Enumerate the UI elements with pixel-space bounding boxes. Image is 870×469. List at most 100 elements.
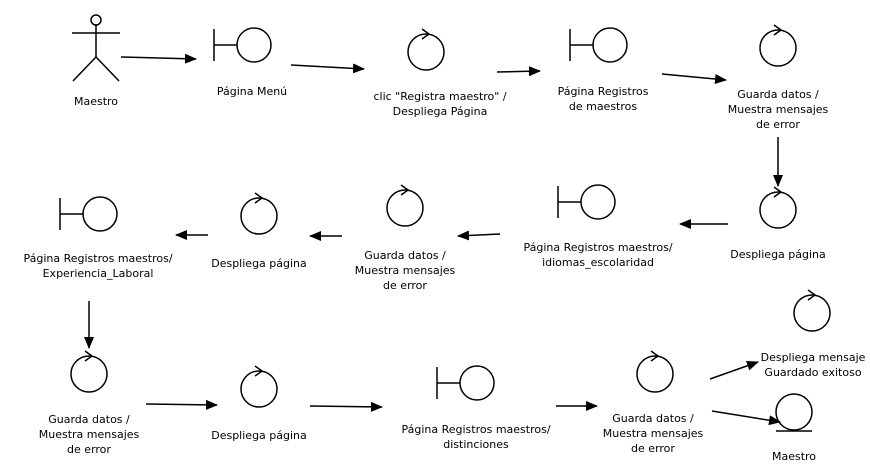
control-arrow-icon (84, 350, 94, 362)
node-label-n1: Maestro (74, 94, 118, 109)
node-label-line: Guardado exitoso (764, 366, 862, 379)
actor-right-leg (95, 56, 120, 82)
control-n9 (240, 192, 278, 235)
node-label-line: Despliega página (211, 429, 307, 442)
node-label-line: Despliega mensaje (760, 351, 866, 364)
entity-n16 (775, 393, 813, 432)
boundary-circle (236, 27, 272, 63)
control-circle (240, 197, 278, 235)
control-circle (240, 370, 278, 408)
control-n15 (793, 289, 831, 332)
node-label-line: idiomas_escolaridad (542, 256, 654, 269)
boundary-n2 (213, 27, 272, 63)
node-label-line: Página Registros maestros/ (401, 423, 551, 436)
node-label-line: Página Registros maestros/ (23, 252, 173, 265)
boundary-circle (580, 184, 616, 220)
control-n8 (386, 184, 424, 227)
boundary-n7 (557, 184, 616, 220)
node-label-line: Maestro (771, 450, 817, 463)
control-arrow-icon (807, 289, 817, 301)
node-label-line: de error (383, 279, 427, 292)
node-label-line: Experiencia_Laboral (42, 267, 154, 280)
node-label-line: de error (631, 442, 675, 455)
control-arrow-icon (421, 28, 431, 40)
node-label-n4: Página Registros de maestros (558, 84, 649, 114)
node-label-line: Guarda datos / (612, 412, 694, 425)
control-arrow-icon (773, 24, 783, 36)
control-n14 (636, 350, 674, 393)
entity-circle (775, 393, 813, 431)
boundary-n13 (436, 365, 495, 401)
edge-n11-to-n12 (145, 399, 218, 410)
edge-n14-to-n15 (709, 360, 759, 380)
edge-n2-to-n3 (290, 63, 365, 74)
node-label-line: clic "Registra maestro" / (373, 90, 507, 103)
control-circle (386, 189, 424, 227)
node-label-line: distinciones (443, 438, 509, 451)
node-label-n14: Guarda datos / Muestra mensajes de error (603, 411, 704, 456)
edges-layer (84, 53, 783, 426)
control-circle (793, 294, 831, 332)
boundary-circle (592, 27, 628, 63)
edge-n7-to-n8 (457, 230, 501, 241)
control-circle (407, 33, 445, 71)
node-label-line: Guarda datos / (364, 249, 446, 262)
node-label-line: Muestra mensajes (38, 428, 140, 441)
boundary-n4 (569, 27, 628, 63)
node-label-line: Página Menú (216, 85, 288, 98)
node-label-line: de maestros (568, 100, 638, 113)
node-label-n7: Página Registros maestros/idiomas_escola… (523, 240, 672, 270)
node-label-line: Maestro (73, 95, 119, 108)
actor-left-leg (72, 56, 97, 82)
node-label-line: Despliega página (730, 248, 826, 261)
node-label-n3: clic "Registra maestro" / Despliega Págin… (373, 89, 506, 119)
node-label-line: de error (67, 443, 111, 456)
actor-n1 (72, 14, 120, 82)
node-label-n5: Guarda datos / Muestra mensajes de error (728, 87, 829, 132)
node-label-n8: Guarda datos / Muestra mensajes de error (355, 248, 456, 293)
boundary-circle (82, 196, 118, 232)
node-label-line: Muestra mensajes (602, 427, 704, 440)
edge-n12-to-n13 (309, 401, 383, 412)
node-label-n10: Página Registros maestros/Experiencia_La… (23, 251, 172, 281)
control-arrow-icon (773, 186, 783, 198)
edge-n1-to-n2 (120, 53, 197, 64)
node-label-line: Página Registros maestros/ (523, 241, 673, 254)
boundary-n10 (59, 196, 118, 232)
edge-n4-to-n5 (661, 73, 727, 84)
control-arrow-icon (650, 350, 660, 362)
node-label-line: Despliega página (211, 257, 307, 270)
edge-n14-to-n16 (711, 410, 781, 426)
node-label-n11: Guarda datos / Muestra mensajes de error (39, 412, 140, 457)
node-label-n9: Despliega página (211, 256, 307, 271)
node-label-n12: Despliega página (211, 428, 307, 443)
control-circle (759, 29, 797, 67)
node-label-n6: Despliega página (730, 247, 826, 262)
node-label-line: Guarda datos / (737, 88, 819, 101)
control-circle (70, 355, 108, 393)
control-circle (759, 191, 797, 229)
control-n3 (407, 28, 445, 71)
node-label-line: Página Registros (557, 85, 649, 98)
control-circle (636, 355, 674, 393)
node-label-line: Muestra mensajes (727, 103, 829, 116)
control-n5 (759, 24, 797, 67)
node-label-line: Muestra mensajes (354, 264, 456, 277)
control-n11 (70, 350, 108, 393)
node-label-line: de error (756, 118, 800, 131)
node-label-n2: Página Menú (217, 84, 287, 99)
node-label-n13: Página Registros maestros/distinciones (401, 422, 550, 452)
control-n12 (240, 365, 278, 408)
node-label-line: Guarda datos / (48, 413, 130, 426)
node-label-n16: Maestro (772, 449, 816, 464)
control-arrow-icon (254, 365, 264, 377)
control-n6 (759, 186, 797, 229)
boundary-circle (459, 365, 495, 401)
node-label-line: Despliega Página (392, 105, 488, 118)
nodes-layer (59, 14, 831, 432)
edge-n3-to-n4 (496, 66, 541, 77)
actor-head (90, 14, 102, 26)
control-arrow-icon (254, 192, 264, 204)
